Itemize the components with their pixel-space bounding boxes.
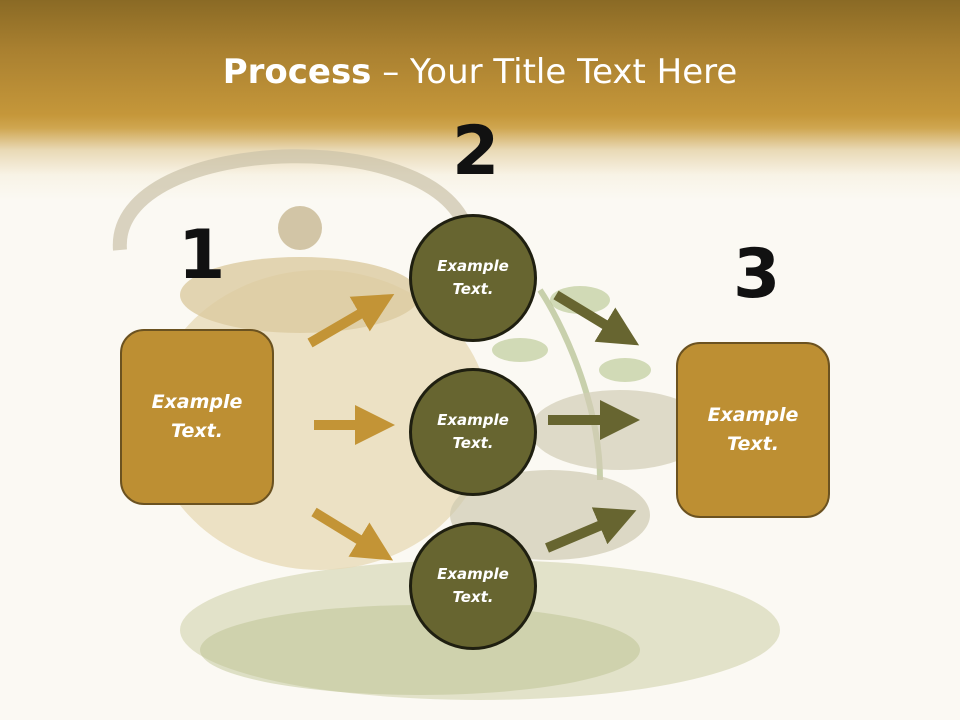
title-bold: Process [222,52,372,92]
circle-3-line1: Example [437,565,509,583]
left-box-line2: Text. [171,420,223,442]
circle-3-line2: Text. [452,588,494,606]
title-banner [0,0,960,200]
circle-2-line1: Example [437,411,509,429]
right-box-line2: Text. [727,433,779,455]
right-box-line1: Example [707,404,799,426]
step-number-3: 3 [733,235,781,314]
arrow-to-circle-3 [311,507,394,561]
slide-title: Process – Your Title Text Here [0,52,960,92]
arrow-to-circle-1 [307,293,395,348]
step-number-1: 1 [178,216,226,295]
step-number-2: 2 [452,112,500,191]
circle-1-line1: Example [437,257,509,275]
circle-1-line2: Text. [452,280,494,298]
title-rest: – Your Title Text Here [371,52,738,92]
circle-2-line2: Text. [452,434,494,452]
arrow-from-circle-1 [553,290,640,346]
left-box-line1: Example [151,391,243,413]
arrow-from-circle-3 [545,507,637,553]
